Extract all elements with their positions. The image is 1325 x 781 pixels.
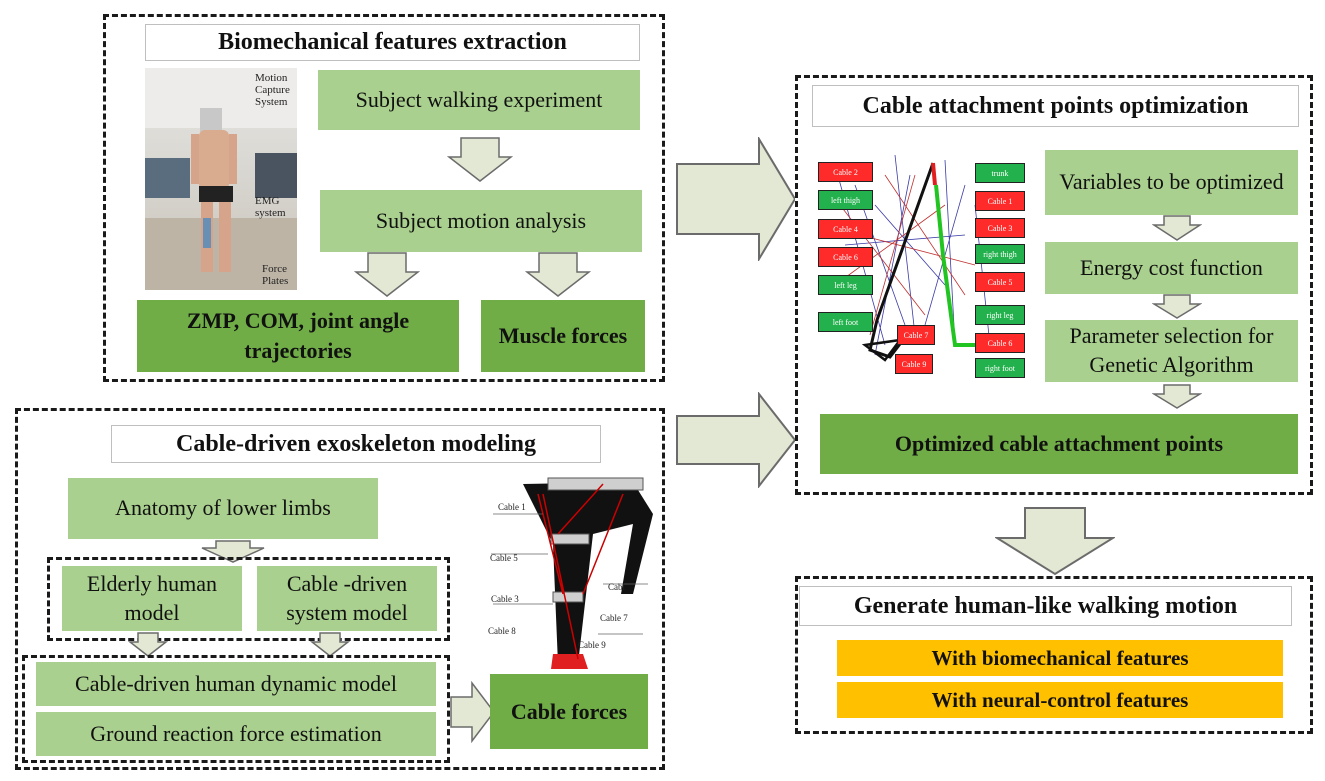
parameter-selection-box: Parameter selection for Genetic Algorith… bbox=[1045, 320, 1298, 382]
cable-modeling-title: Cable-driven exoskeleton modeling bbox=[111, 425, 601, 463]
motion-analysis-box: Subject motion analysis bbox=[320, 190, 642, 252]
optimization-title: Cable attachment points optimization bbox=[812, 85, 1299, 127]
down-arrow-icon bbox=[128, 632, 168, 657]
model-subgroup bbox=[47, 557, 450, 641]
body-tag: right foot bbox=[975, 358, 1025, 378]
cable-tag: Cable 6 bbox=[818, 247, 873, 267]
leg-label: Cable 7 bbox=[600, 613, 628, 623]
leg-label: Cable 8 bbox=[488, 626, 516, 636]
body-tag: right thigh bbox=[975, 244, 1025, 264]
emg-label: EMG system bbox=[255, 195, 286, 220]
biomechanical-features-box: With biomechanical features bbox=[837, 640, 1283, 676]
muscle-forces-box: Muscle forces bbox=[481, 300, 645, 372]
cable-tag: Cable 2 bbox=[818, 162, 873, 182]
cable-tag: Cable 3 bbox=[975, 218, 1025, 238]
down-arrow-icon bbox=[995, 507, 1115, 576]
cable-forces-box: Cable forces bbox=[490, 674, 648, 749]
elderly-model-box: Elderly human model bbox=[62, 566, 242, 631]
leg-label: Cable 1 bbox=[498, 502, 526, 512]
variables-box: Variables to be optimized bbox=[1045, 150, 1298, 215]
down-arrow-icon bbox=[354, 252, 420, 297]
cable-tag: Cable 5 bbox=[975, 272, 1025, 292]
body-tag: right leg bbox=[975, 305, 1025, 325]
body-tag: trunk bbox=[975, 163, 1025, 183]
down-arrow-icon bbox=[525, 252, 591, 297]
neural-control-features-box: With neural-control features bbox=[837, 682, 1283, 718]
zmp-com-box: ZMP, COM, joint angle trajectories bbox=[137, 300, 459, 372]
cable-tag: Cable 9 bbox=[895, 354, 933, 374]
leg-label: Cable 5 bbox=[490, 553, 518, 563]
body-tag: left leg bbox=[818, 275, 873, 295]
down-arrow-icon bbox=[310, 632, 350, 657]
down-arrow-icon bbox=[1152, 294, 1202, 319]
leg-label: Cabl bbox=[608, 582, 625, 592]
exoskeleton-leg-illustration bbox=[483, 474, 663, 674]
subject-photo bbox=[145, 68, 297, 290]
walking-experiment-box: Subject walking experiment bbox=[318, 70, 640, 130]
cable-tag: Cable 1 bbox=[975, 191, 1025, 211]
right-arrow-icon bbox=[450, 681, 495, 743]
body-tag: left thigh bbox=[818, 190, 873, 210]
leg-label: Cable 3 bbox=[491, 594, 519, 604]
biomechanical-title: Biomechanical features extraction bbox=[145, 24, 640, 61]
down-arrow-icon bbox=[447, 137, 513, 182]
body-tag: left foot bbox=[818, 312, 873, 332]
down-arrow-icon bbox=[1152, 384, 1202, 409]
dynamic-subgroup bbox=[22, 655, 450, 763]
system-model-box: Cable -driven system model bbox=[257, 566, 437, 631]
optimized-points-box: Optimized cable attachment points bbox=[820, 414, 1298, 474]
energy-cost-box: Energy cost function bbox=[1045, 242, 1298, 294]
right-arrow-icon bbox=[676, 392, 797, 488]
cable-tag: Cable 4 bbox=[818, 219, 873, 239]
motion-capture-label: Motion Capture System bbox=[255, 72, 290, 109]
down-arrow-icon bbox=[1152, 215, 1202, 241]
walking-subject-illustration bbox=[145, 68, 297, 290]
cable-tag: Cable 6 bbox=[975, 333, 1025, 353]
cable-tag: Cable 7 bbox=[897, 325, 935, 345]
down-arrow-icon bbox=[201, 540, 265, 563]
generate-title: Generate human-like walking motion bbox=[799, 586, 1292, 626]
dynamic-model-box: Cable-driven human dynamic model bbox=[36, 662, 436, 706]
right-arrow-icon bbox=[676, 137, 797, 261]
anatomy-box: Anatomy of lower limbs bbox=[68, 478, 378, 539]
stick-figure-illustration bbox=[815, 145, 1040, 375]
ground-reaction-box: Ground reaction force estimation bbox=[36, 712, 436, 756]
leg-label: Cable 9 bbox=[578, 640, 606, 650]
force-plates-label: Force Plates bbox=[262, 263, 289, 288]
